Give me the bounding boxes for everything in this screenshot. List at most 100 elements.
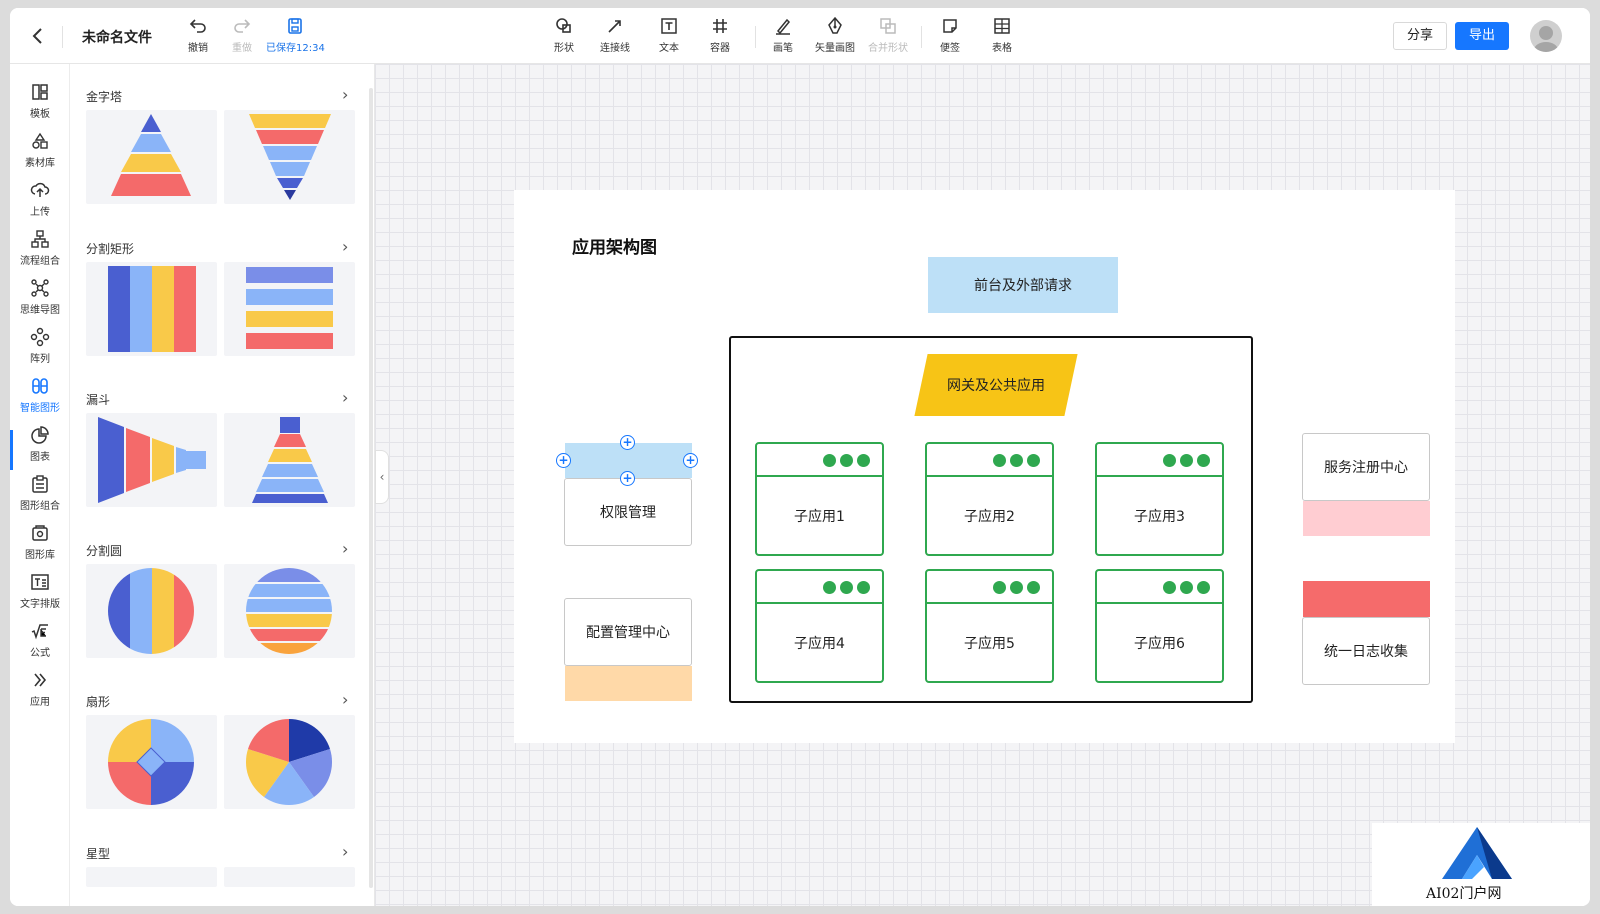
tool-vector[interactable]: 矢量画图 [815,16,855,54]
chevron-right-icon[interactable]: › [342,539,349,558]
rail-item-shape-group[interactable]: 图形组合 [10,474,70,518]
back-icon[interactable] [28,26,48,46]
permission-card[interactable]: 权限管理 [564,478,692,546]
undo-icon [189,19,206,33]
diagram-title[interactable]: 应用架构图 [572,238,657,258]
tool-container[interactable]: 容器 [710,16,730,54]
window-dots-icon [823,454,870,467]
export-button[interactable]: 导出 [1455,22,1509,50]
thumb-pyramid[interactable] [86,110,217,204]
config-footer-bar[interactable] [565,666,692,701]
rail-item-upload[interactable]: 上传 [10,180,70,224]
undo-button[interactable]: 撤销 [188,16,208,54]
tool-pen[interactable]: 画笔 [773,16,793,54]
thumb-star-2[interactable] [224,867,355,887]
tool-sticky[interactable]: 便签 [940,16,960,54]
rail-item-formula[interactable]: 公式 [10,621,70,665]
tool-label: 文本 [659,43,679,54]
sticky-note-icon [943,19,957,33]
section-title: 金字塔 [86,90,123,104]
thumb-split-rect-horizontal[interactable] [224,262,355,356]
tool-connector[interactable]: 连接线 [600,16,630,54]
thumb-sector-pie[interactable] [224,715,355,809]
rail-label: 文字排版 [20,599,60,610]
smart-shape-icon [32,378,48,394]
rail-item-apps[interactable]: 应用 [10,670,70,714]
redo-button[interactable]: 重做 [232,16,252,54]
thumb-star-1[interactable] [86,867,217,887]
top-toolbar: 未命名文件 撤销 重做 已保存12:34 形状 连接线 文本 容器 [10,8,1590,64]
window-header [927,444,1052,477]
chevron-right-icon[interactable]: › [342,237,349,256]
connect-handle-right[interactable]: + [683,453,698,468]
rail-item-array[interactable]: 阵列 [10,327,70,371]
registry-footer-bar[interactable] [1303,501,1430,536]
rail-item-mindmap[interactable]: 思维导图 [10,278,70,322]
window-header [757,444,882,477]
sub-app-card-4[interactable]: 子应用4 [755,569,884,683]
avatar[interactable] [1530,20,1562,52]
container-icon [713,19,727,33]
save-status[interactable]: 已保存12:34 [266,16,325,54]
rail-label: 上传 [30,207,50,218]
tool-table[interactable]: 表格 [992,16,1012,54]
gateway-container[interactable]: 网关及公共应用 子应用1 子应用2 子应用3 子应用4 [729,336,1253,703]
sub-app-card-5[interactable]: 子应用5 [925,569,1054,683]
rail-item-smart-shape[interactable]: 智能图形 [10,376,70,420]
rail-label: 公式 [30,648,50,659]
log-header-bar[interactable] [1303,581,1430,617]
tool-label: 连接线 [600,43,630,54]
log-collection-card[interactable]: 统一日志收集 [1302,617,1430,685]
rail-item-assets[interactable]: 素材库 [10,131,70,175]
window-dots-icon [993,454,1040,467]
thumb-split-circle-horizontal[interactable] [224,564,355,658]
tool-merge[interactable]: 合并形状 [868,16,908,54]
panel-scrollbar[interactable] [369,88,373,888]
rail-item-shape-lib[interactable]: 图形库 [10,523,70,567]
rail-item-template[interactable]: 模板 [10,82,70,126]
pie-chart-icon [31,426,49,444]
sub-app-card-6[interactable]: 子应用6 [1095,569,1224,683]
tool-text[interactable]: 文本 [659,16,679,54]
assets-icon [32,132,48,149]
redo-icon [234,19,251,33]
sub-app-label: 子应用1 [794,508,845,525]
sub-app-card-2[interactable]: 子应用2 [925,442,1054,556]
thumb-split-rect-vertical[interactable] [86,262,217,356]
file-name[interactable]: 未命名文件 [82,30,152,46]
left-rail: 模板 素材库 上传 流程组合 思维导图 阵列 智能图形 图表 [10,64,70,906]
config-center-card[interactable]: 配置管理中心 [564,598,692,666]
share-button[interactable]: 分享 [1393,22,1447,50]
chevron-right-icon[interactable]: › [342,85,349,104]
tool-label: 便签 [940,43,960,54]
thumb-inverted-pyramid[interactable] [224,110,355,204]
tool-shape[interactable]: 形状 [554,16,574,54]
front-requests-box[interactable]: 前台及外部请求 [928,257,1118,313]
split-circle-vertical-shape [108,568,194,654]
save-label: 已保存12:34 [266,43,325,54]
rail-item-typography[interactable]: 文字排版 [10,572,70,616]
rail-label: 素材库 [25,158,55,169]
connect-handle-top[interactable]: + [620,435,635,450]
rail-item-chart[interactable]: 图表 [10,425,70,469]
thumb-split-circle-vertical[interactable] [86,564,217,658]
diagram-board[interactable]: 应用架构图 前台及外部请求 网关及公共应用 子应用1 子应用2 子应用3 [514,190,1455,743]
sub-app-card-3[interactable]: 子应用3 [1095,442,1224,556]
canvas[interactable]: 应用架构图 前台及外部请求 网关及公共应用 子应用1 子应用2 子应用3 [375,64,1590,906]
thumb-funnel-vertical[interactable] [224,413,355,507]
inverted-pyramid-shape [249,114,331,200]
chevron-right-icon[interactable]: › [342,842,349,861]
collapse-panel-button[interactable]: ‹ [375,450,389,504]
thumb-sector-quad[interactable] [86,715,217,809]
thumb-funnel-horizontal[interactable] [86,413,217,507]
connect-handle-bottom[interactable]: + [620,471,635,486]
service-registry-card[interactable]: 服务注册中心 [1302,433,1430,501]
template-icon [32,84,48,100]
chevron-right-icon[interactable]: › [342,388,349,407]
sub-app-card-1[interactable]: 子应用1 [755,442,884,556]
typography-icon [31,574,49,590]
section-title: 漏斗 [86,393,111,407]
connect-handle-left[interactable]: + [556,453,571,468]
rail-item-flow[interactable]: 流程组合 [10,229,70,273]
chevron-right-icon[interactable]: › [342,690,349,709]
